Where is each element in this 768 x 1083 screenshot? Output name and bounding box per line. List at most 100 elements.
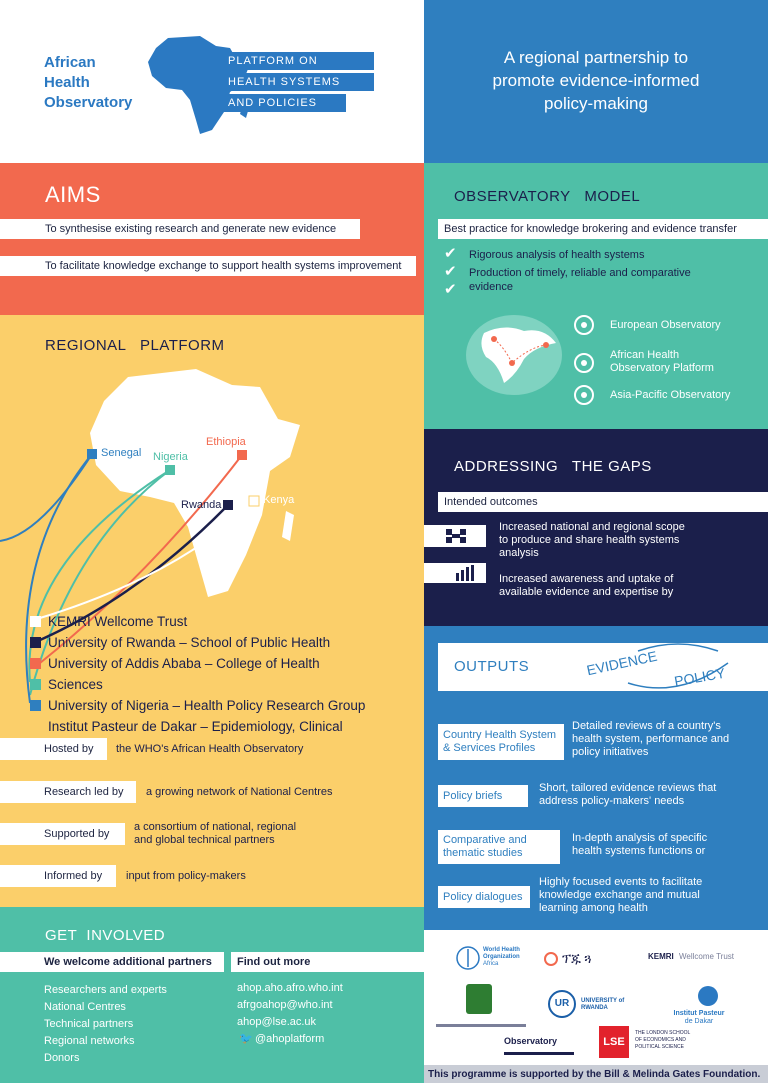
email-link-who[interactable]: afrgoahop@who.int (237, 999, 333, 1011)
output-item-profiles: Country Health System & Services Profile… (438, 720, 768, 768)
check-item-2-text: Production of timely, reliable and compa… (469, 267, 691, 279)
target-icon (574, 385, 594, 405)
logo-line-3: Observatory (44, 94, 133, 111)
kemri-logo: KEMRI Wellcome Trust (648, 952, 734, 961)
check-icon: ✔ (444, 263, 457, 280)
target-icon (574, 353, 594, 373)
partner-national-centres: National Centres (44, 1001, 126, 1013)
wellcome-name: Wellcome Trust (679, 952, 734, 961)
network-icon-glyph (446, 529, 466, 543)
footer-text: This programme is supported by the Bill … (428, 1069, 761, 1080)
partner-regional: Regional networks (44, 1035, 135, 1047)
role-informed: Informed by input from policy-makers (0, 865, 424, 887)
observatory-subtitle: Best practice for knowledge brokering an… (438, 219, 768, 239)
output-label-profiles-line-2: & Services Profiles (443, 742, 536, 754)
get-involved-section: GET INVOLVED We welcome additional partn… (0, 907, 424, 1083)
partner-researchers: Researchers and experts (44, 984, 167, 996)
website-link[interactable]: ahop.aho.afro.who.int (237, 982, 343, 994)
role-research-value: a growing network of National Centres (146, 786, 333, 798)
outputs-title: OUTPUTS (454, 658, 530, 675)
output-desc-profiles-line-2: health system, performance and (572, 733, 730, 745)
output-desc-dialogues-line-3: learning among health (539, 902, 648, 914)
pasteur-emblem-icon (698, 986, 718, 1006)
output-desc-profiles: Detailed reviews of a country's health s… (572, 720, 768, 759)
ethiopia-seal-icon (544, 952, 558, 966)
ur-line-1: UNIVERSITY of (581, 998, 625, 1004)
lse-line-2: OF ECONOMICS AND (635, 1037, 686, 1043)
check-item-3-text: evidence (469, 281, 514, 293)
regional-platform-section: REGIONAL PLATFORM Senegal Nigeria Ethiop… (0, 315, 424, 907)
observatory-asia-text: Asia-Pacific Observatory (610, 389, 731, 401)
observatory-title: OBSERVATORY MODEL (454, 188, 641, 205)
outcome-1-line-1: Increased national and regional scope (499, 521, 685, 533)
nigeria-crest-icon (466, 984, 492, 1014)
addis-marker (30, 658, 41, 669)
outcome-2-line-2: available evidence and expertise by (499, 586, 674, 598)
logo-line-2: Health (44, 74, 90, 91)
twitter-link[interactable]: 🐦 @ahoplatform (237, 1031, 343, 1048)
output-desc-dialogues-line-2: knowledge exchange and mutual (539, 889, 700, 901)
output-desc-dialogues: Highly focused events to facilitate know… (539, 876, 768, 915)
output-desc-briefs-line-1: Short, tailored evidence reviews that (539, 782, 717, 794)
outcome-1: Increased national and regional scope to… (499, 521, 759, 560)
logos-section: World Health Organization Africa ፕጁ ጓ KE… (424, 930, 768, 1065)
kenya-marker (248, 495, 260, 507)
logo-line-1: African (44, 54, 96, 71)
twitter-handle: @ahoplatform (255, 1033, 325, 1045)
kemri-marker (30, 616, 41, 627)
check-item-3: ✔ evidence (444, 281, 764, 301)
bar-chart-icon (424, 563, 486, 583)
outcome-2-line-1: Increased awareness and uptake of (499, 573, 674, 585)
rwanda-marker (223, 500, 233, 510)
tagline: A regional partnership to promote eviden… (424, 46, 768, 115)
role-hosted: Hosted by the WHO's African Health Obser… (0, 738, 424, 760)
observatory-asia-pacific: Asia-Pacific Observatory (574, 385, 764, 409)
aim-item-2: To facilitate knowledge exchange to supp… (0, 256, 416, 276)
gaps-subtitle: Intended outcomes (438, 492, 768, 512)
european-observatory-logo: Observatory (504, 1030, 576, 1056)
gaps-title: ADDRESSING THE GAPS (454, 458, 652, 475)
observatory-african: African Health Observatory Platform (574, 349, 764, 387)
institution-kemri: KEMRI Wellcome Trust (30, 611, 420, 632)
lse-mark: LSE (599, 1026, 629, 1058)
institution-rwanda-text: University of Rwanda – School of Public … (48, 635, 331, 650)
output-desc-profiles-line-3: policy initiatives (572, 746, 649, 758)
output-item-studies: Comparative and thematic studies In-dept… (438, 830, 768, 866)
observatory-model-section: OBSERVATORY MODEL Best practice for know… (424, 163, 768, 429)
observatory-african-line2: Observatory Platform (610, 362, 714, 374)
role-informed-value: input from policy-makers (126, 870, 246, 882)
nigeria-list-marker (30, 700, 41, 711)
who-line-2: Organization (483, 954, 520, 960)
globe-icon (466, 315, 562, 395)
get-involved-title: GET INVOLVED (45, 927, 166, 944)
check-icon: ✔ (444, 245, 457, 262)
partner-list: Researchers and experts National Centres… (44, 982, 167, 1067)
output-desc-dialogues-line-1: Highly focused events to facilitate (539, 876, 703, 888)
output-label-studies-line-2: thematic studies (443, 847, 523, 859)
role-research-label: Research led by (0, 781, 136, 803)
email-link-lse[interactable]: ahop@lse.ac.uk (237, 1016, 317, 1028)
header-right: A regional partnership to promote eviden… (424, 0, 768, 163)
role-supported-value-1: a consortium of national, regional (134, 821, 297, 833)
lse-line-1: THE LONDON SCHOOL (635, 1030, 691, 1036)
output-label-studies-line-1: Comparative and (443, 834, 527, 846)
role-supported-label: Supported by (0, 823, 125, 845)
network-icon (424, 525, 486, 547)
role-supported-value-2: and global technical partners (134, 834, 275, 846)
rwanda-ur-icon: UR (548, 990, 576, 1018)
european-observatory-rule (504, 1052, 574, 1055)
institution-pasteur-text: Institut Pasteur de Dakar – Epidemiology… (48, 719, 343, 734)
institution-kemri-text: KEMRI Wellcome Trust (48, 614, 188, 629)
european-observatory-name: Observatory (504, 1036, 558, 1046)
ethiopia-script-icon: ፕጁ ጓ (562, 951, 592, 966)
check-item-1: ✔ Rigorous analysis of health systems (444, 245, 764, 265)
header-left: African Health Observatory PLATFORM ON H… (0, 0, 424, 163)
institution-pasteur: Institut Pasteur de Dakar – Epidemiology… (30, 716, 420, 737)
institution-sciences: Sciences (30, 674, 420, 695)
senegal-marker (87, 449, 97, 459)
who-line-3: Africa (483, 961, 499, 967)
output-desc-studies-line-1: In-depth analysis of specific (572, 832, 708, 844)
nigeria-caption-icon (436, 1024, 526, 1027)
outcome-2: Increased awareness and uptake of availa… (499, 573, 759, 599)
target-icon-dot (581, 392, 587, 398)
